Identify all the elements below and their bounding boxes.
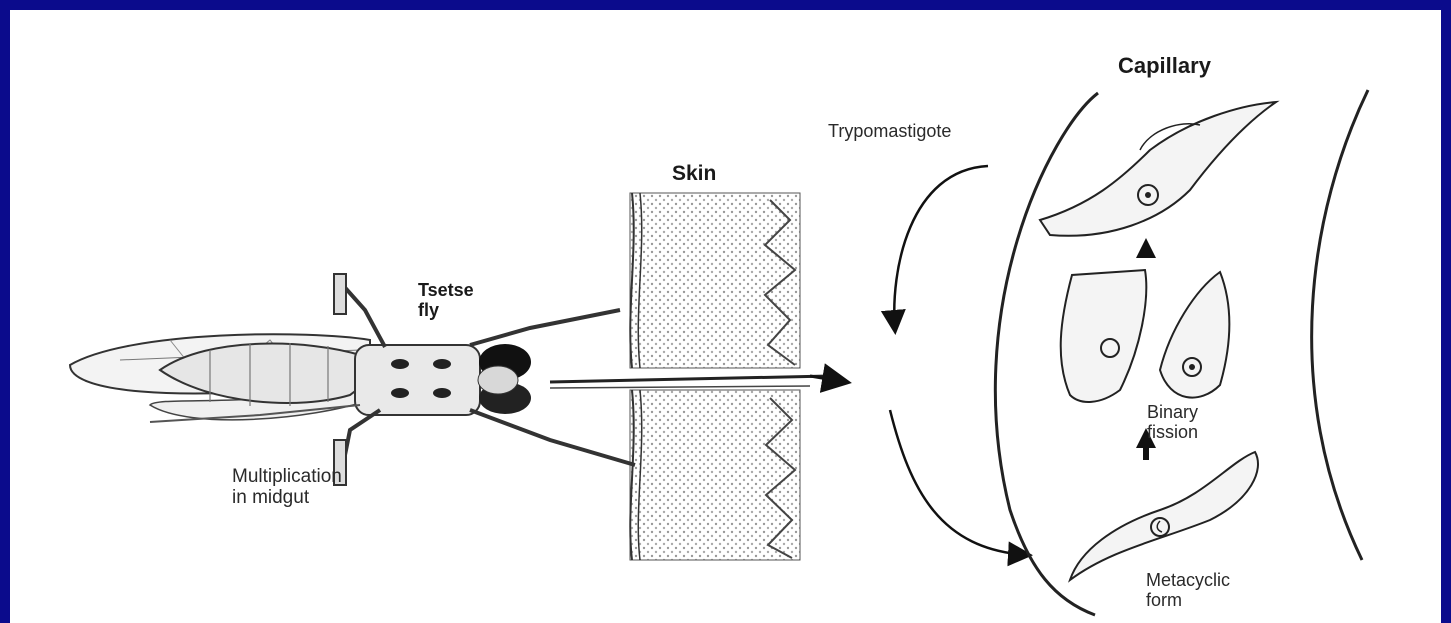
label-metacyclic-form: Metacyclic form — [1146, 570, 1230, 610]
label-skin: Skin — [672, 162, 716, 186]
slide-frame: Capillary Trypomastigote Skin Tsetse fly… — [10, 10, 1441, 623]
label-metacyclic-line1: Metacyclic — [1146, 570, 1230, 590]
dividing-cells — [1061, 270, 1230, 402]
label-metacyclic-line2: form — [1146, 590, 1230, 610]
label-binary-line2: fission — [1147, 422, 1198, 442]
label-binary-line1: Binary — [1147, 402, 1198, 422]
label-tsetse-line2: fly — [418, 300, 474, 320]
tsetse-lifecycle-diagram — [10, 10, 1441, 623]
trypomastigote-cell — [1040, 102, 1276, 236]
skin-section — [550, 193, 830, 560]
label-capillary: Capillary — [1118, 54, 1211, 79]
label-multiplication-line2: in midgut — [232, 487, 342, 508]
label-multiplication-line1: Multiplication — [232, 466, 342, 487]
label-tsetse-line1: Tsetse — [418, 280, 474, 300]
metacyclic-cell — [1070, 452, 1258, 580]
label-multiplication-in-midgut: Multiplication in midgut — [232, 466, 342, 509]
label-trypomastigote: Trypomastigote — [828, 121, 951, 141]
label-tsetse-fly: Tsetse fly — [418, 280, 474, 320]
label-binary-fission: Binary fission — [1147, 402, 1198, 442]
tsetse-fly-illustration — [70, 274, 635, 485]
